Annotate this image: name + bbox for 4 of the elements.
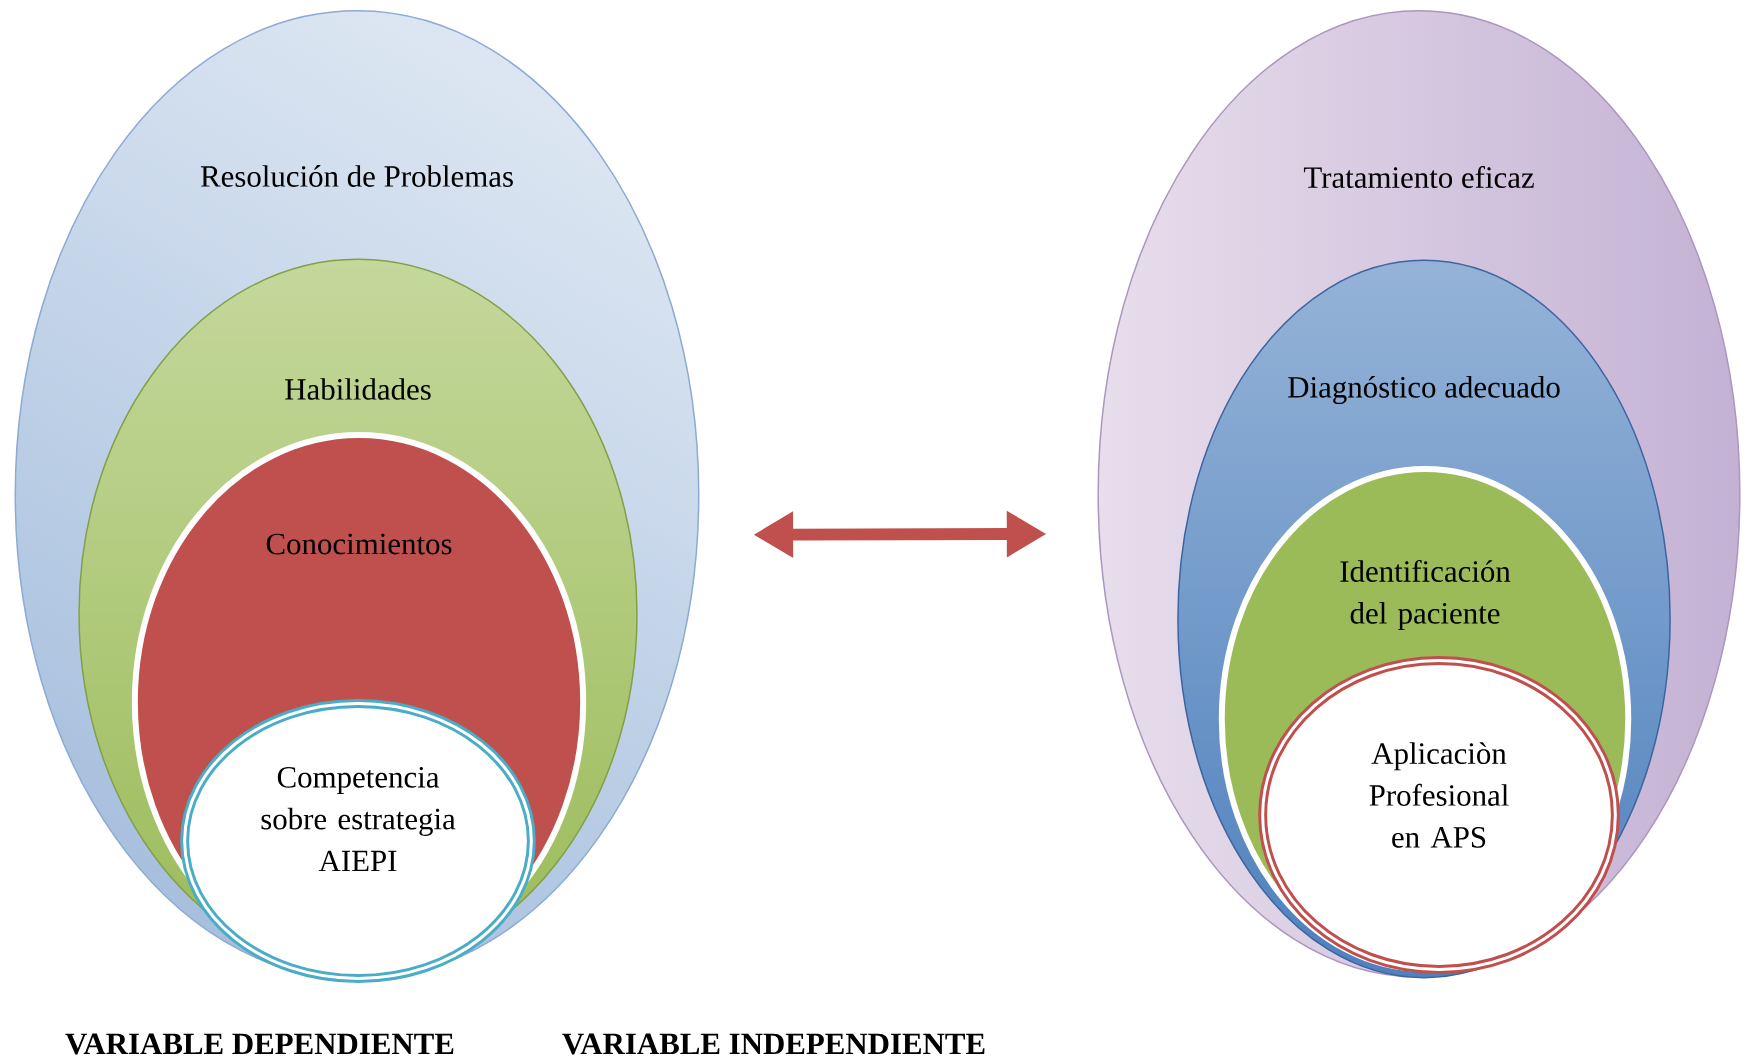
node-label: Aplicaciòn Profesional en APS — [1369, 742, 1509, 848]
node-label: Competencia sobre estrategia AIEPI — [261, 766, 456, 872]
variable-label: VARIABLE DEPENDIENTE — [65, 1033, 454, 1055]
variable-label: VARIABLE INDEPENDIENTE — [562, 1033, 985, 1055]
